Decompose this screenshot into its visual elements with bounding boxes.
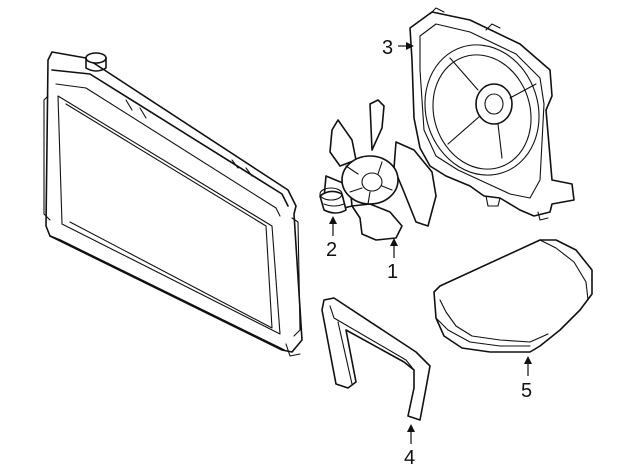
callout-5: 5 (521, 356, 532, 402)
fan-shroud (409, 7, 575, 221)
callout-3-label: 3 (382, 37, 393, 59)
radiator (43, 51, 303, 357)
callout-4: 4 (404, 424, 415, 469)
callout-5-label: 5 (521, 380, 532, 402)
radiator-lower-seal (433, 239, 593, 353)
radiator-side-seal (321, 297, 431, 421)
callout-1: 1 (387, 238, 398, 283)
fan-hub-cap (319, 187, 347, 214)
callout-1-label: 1 (387, 261, 398, 283)
callout-2: 2 (326, 216, 337, 261)
callout-2-label: 2 (326, 239, 337, 261)
callout-3: 3 (382, 37, 414, 59)
fan-blade (323, 99, 437, 241)
callout-4-label: 4 (404, 447, 415, 469)
